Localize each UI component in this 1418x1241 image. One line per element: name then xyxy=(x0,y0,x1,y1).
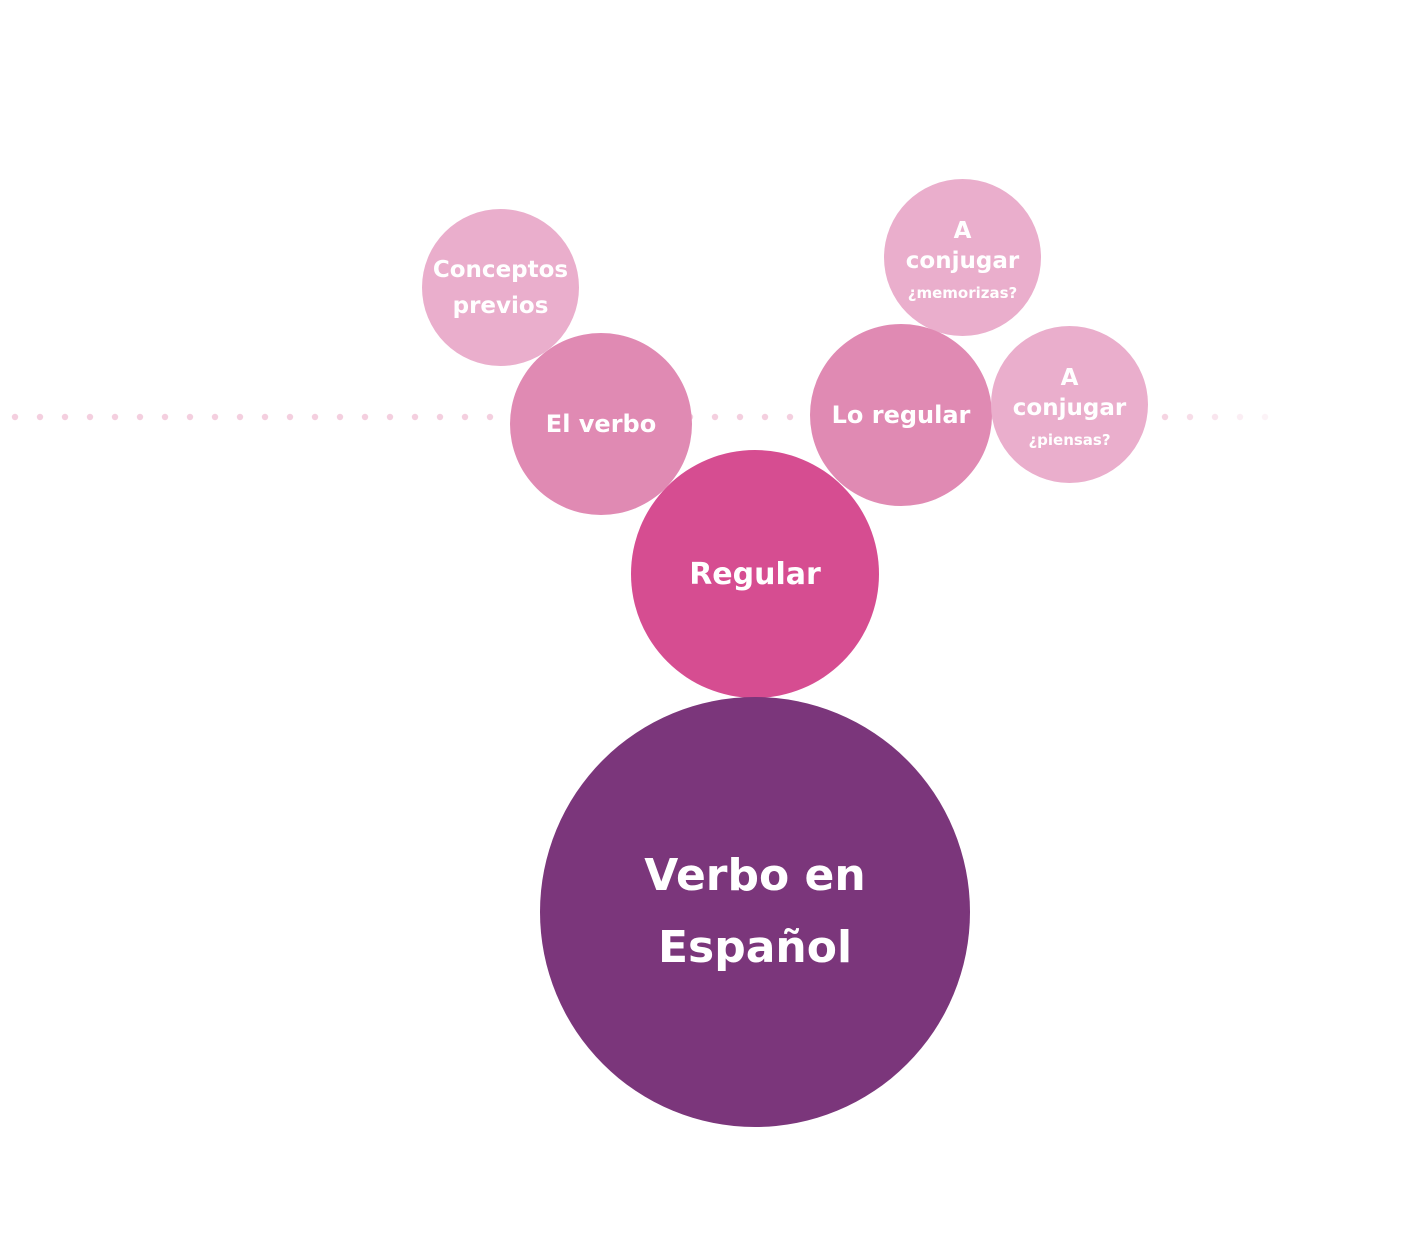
node-verbo-en-espanol[interactable]: Verbo en Español xyxy=(540,697,970,1127)
timeline-dot xyxy=(386,413,394,421)
timeline-dot xyxy=(1161,413,1169,421)
node-lo-regular[interactable]: Lo regular xyxy=(810,324,992,506)
timeline-dot xyxy=(161,413,169,421)
node-conjugar-piensas[interactable]: A conjugar ¿piensas? xyxy=(991,326,1148,483)
node-lo-regular-label: Lo regular xyxy=(831,401,971,429)
timeline-dot xyxy=(711,413,719,421)
timeline-dot xyxy=(1236,413,1244,421)
timeline-dot xyxy=(736,413,744,421)
node-conjugar-memorizas-subtitle: ¿memorizas? xyxy=(907,283,1018,302)
node-regular-label: Regular xyxy=(689,556,821,592)
timeline-dot xyxy=(261,413,269,421)
node-conjugar-memorizas-line1: A xyxy=(953,217,972,244)
timeline-dot xyxy=(786,413,794,421)
node-conceptos-previos-line2: previos xyxy=(452,292,549,319)
timeline-dot xyxy=(286,413,294,421)
timeline-dot xyxy=(11,413,19,421)
node-conjugar-piensas-line2: conjugar xyxy=(1012,394,1127,421)
timeline-dot xyxy=(211,413,219,421)
node-conjugar-memorizas[interactable]: A conjugar ¿memorizas? xyxy=(884,179,1041,336)
timeline-dot xyxy=(236,413,244,421)
timeline-dot xyxy=(36,413,44,421)
timeline-dot xyxy=(311,413,319,421)
timeline-dot xyxy=(111,413,119,421)
timeline-dot xyxy=(486,413,494,421)
node-el-verbo-label: El verbo xyxy=(545,410,657,438)
node-conjugar-piensas-subtitle: ¿piensas? xyxy=(1028,430,1111,449)
timeline-dot xyxy=(461,413,469,421)
timeline-dot xyxy=(61,413,69,421)
node-main-line2: Español xyxy=(657,922,853,973)
node-regular[interactable]: Regular xyxy=(631,450,879,698)
node-conjugar-piensas-line1: A xyxy=(1060,364,1079,391)
node-conjugar-memorizas-line2: conjugar xyxy=(905,247,1020,274)
timeline-dot xyxy=(1261,413,1269,421)
timeline-dot xyxy=(1211,413,1219,421)
timeline-dot xyxy=(411,413,419,421)
timeline-dot xyxy=(761,413,769,421)
node-main-line1: Verbo en xyxy=(644,850,866,901)
node-conceptos-previos[interactable]: Conceptos previos xyxy=(422,209,579,366)
timeline-dot xyxy=(1186,413,1194,421)
node-el-verbo[interactable]: El verbo xyxy=(510,333,692,515)
timeline-dot xyxy=(136,413,144,421)
timeline-dot xyxy=(336,413,344,421)
timeline-dot xyxy=(436,413,444,421)
timeline-dot xyxy=(186,413,194,421)
timeline-dot xyxy=(361,413,369,421)
node-conceptos-previos-line1: Conceptos xyxy=(432,256,569,283)
timeline-dot xyxy=(86,413,94,421)
